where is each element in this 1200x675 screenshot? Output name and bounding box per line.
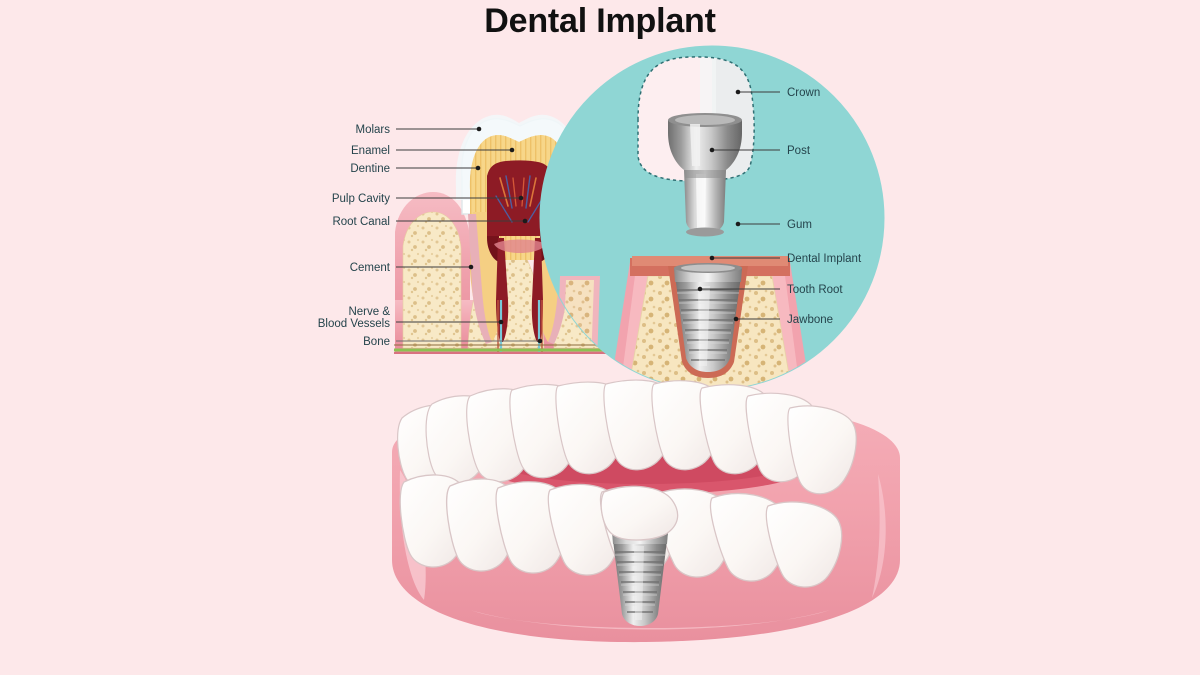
label-bone: Bone: [363, 336, 390, 348]
post-abutment: [668, 113, 742, 237]
label-cement: Cement: [350, 262, 391, 274]
page-title: Dental Implant: [484, 2, 716, 40]
label-dental-implant: Dental Implant: [787, 253, 862, 265]
implant-magnified-inset: [539, 45, 885, 391]
left-label-group: Molars Enamel Dentine Pulp Cavity Root C…: [318, 124, 391, 348]
label-gum: Gum: [787, 219, 812, 231]
label-enamel: Enamel: [351, 145, 390, 157]
label-root-canal: Root Canal: [332, 216, 390, 228]
label-nerve-blood-vessels-line2: Blood Vessels: [318, 318, 390, 330]
label-post: Post: [787, 145, 811, 157]
lower-jaw-arch: [392, 379, 900, 643]
label-pulp-cavity: Pulp Cavity: [332, 193, 390, 205]
implant-in-bone: [540, 256, 810, 390]
right-leader-lines: [697, 89, 780, 322]
label-dentine: Dentine: [350, 163, 390, 175]
right-label-group: Crown Post Gum Dental Implant Tooth Root…: [787, 87, 862, 326]
label-molars: Molars: [355, 124, 390, 136]
label-crown: Crown: [787, 87, 820, 99]
label-tooth-root: Tooth Root: [787, 284, 843, 296]
label-nerve-blood-vessels-line1: Nerve &: [348, 306, 390, 318]
label-jawbone: Jawbone: [787, 314, 833, 326]
left-leader-lines: [396, 126, 543, 344]
